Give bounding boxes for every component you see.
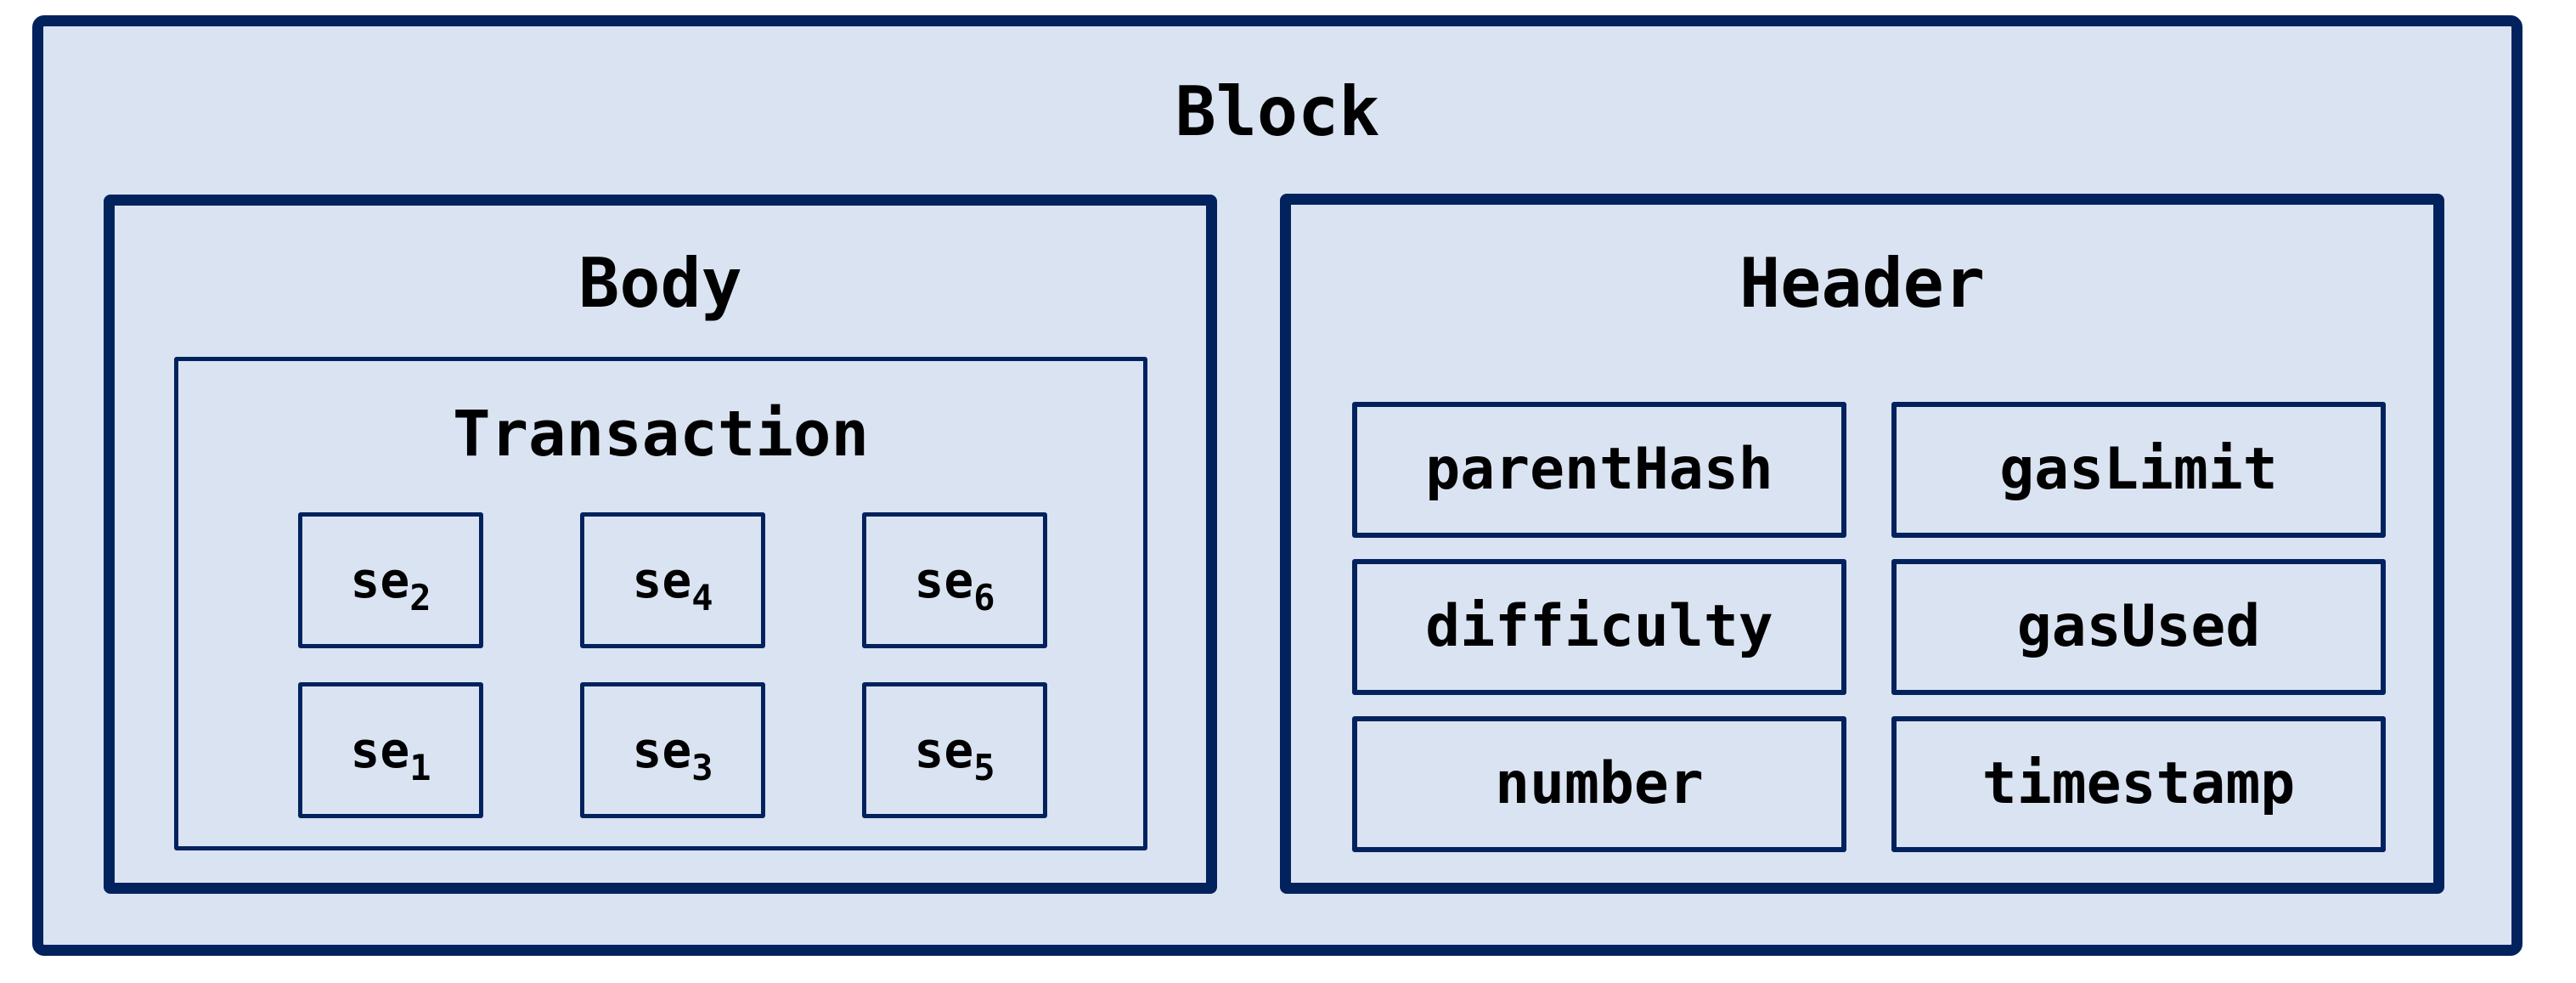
se-subscript: 2 bbox=[409, 577, 431, 619]
field-label: parentHash bbox=[1425, 436, 1773, 503]
se-label: se bbox=[914, 721, 974, 779]
se-subscript: 3 bbox=[691, 747, 713, 788]
field-difficulty: difficulty bbox=[1352, 559, 1846, 695]
field-label: number bbox=[1495, 750, 1704, 817]
field-label: difficulty bbox=[1425, 593, 1773, 660]
transaction-title: Transaction bbox=[452, 398, 870, 471]
field-label: gasLimit bbox=[1999, 436, 2278, 503]
field-label: gasUsed bbox=[2016, 593, 2261, 660]
se-label: se bbox=[914, 551, 974, 609]
se-label: se bbox=[632, 721, 692, 779]
field-parentHash: parentHash bbox=[1352, 402, 1846, 538]
field-gasLimit: gasLimit bbox=[1891, 402, 2386, 538]
field-gasUsed: gasUsed bbox=[1891, 559, 2386, 695]
se-label: se bbox=[350, 551, 410, 609]
se-subscript: 1 bbox=[409, 747, 431, 788]
se-subscript: 4 bbox=[691, 577, 713, 619]
field-number: number bbox=[1352, 716, 1846, 852]
se-label: se bbox=[350, 721, 410, 779]
block-title: Block bbox=[1175, 72, 1380, 151]
header-title: Header bbox=[1739, 244, 1985, 323]
se-subscript: 5 bbox=[973, 747, 995, 788]
field-label: timestamp bbox=[1981, 750, 2296, 817]
se-subscript: 6 bbox=[973, 577, 995, 619]
se-label: se bbox=[632, 551, 692, 609]
field-timestamp: timestamp bbox=[1891, 716, 2386, 852]
body-title: Body bbox=[578, 244, 742, 323]
